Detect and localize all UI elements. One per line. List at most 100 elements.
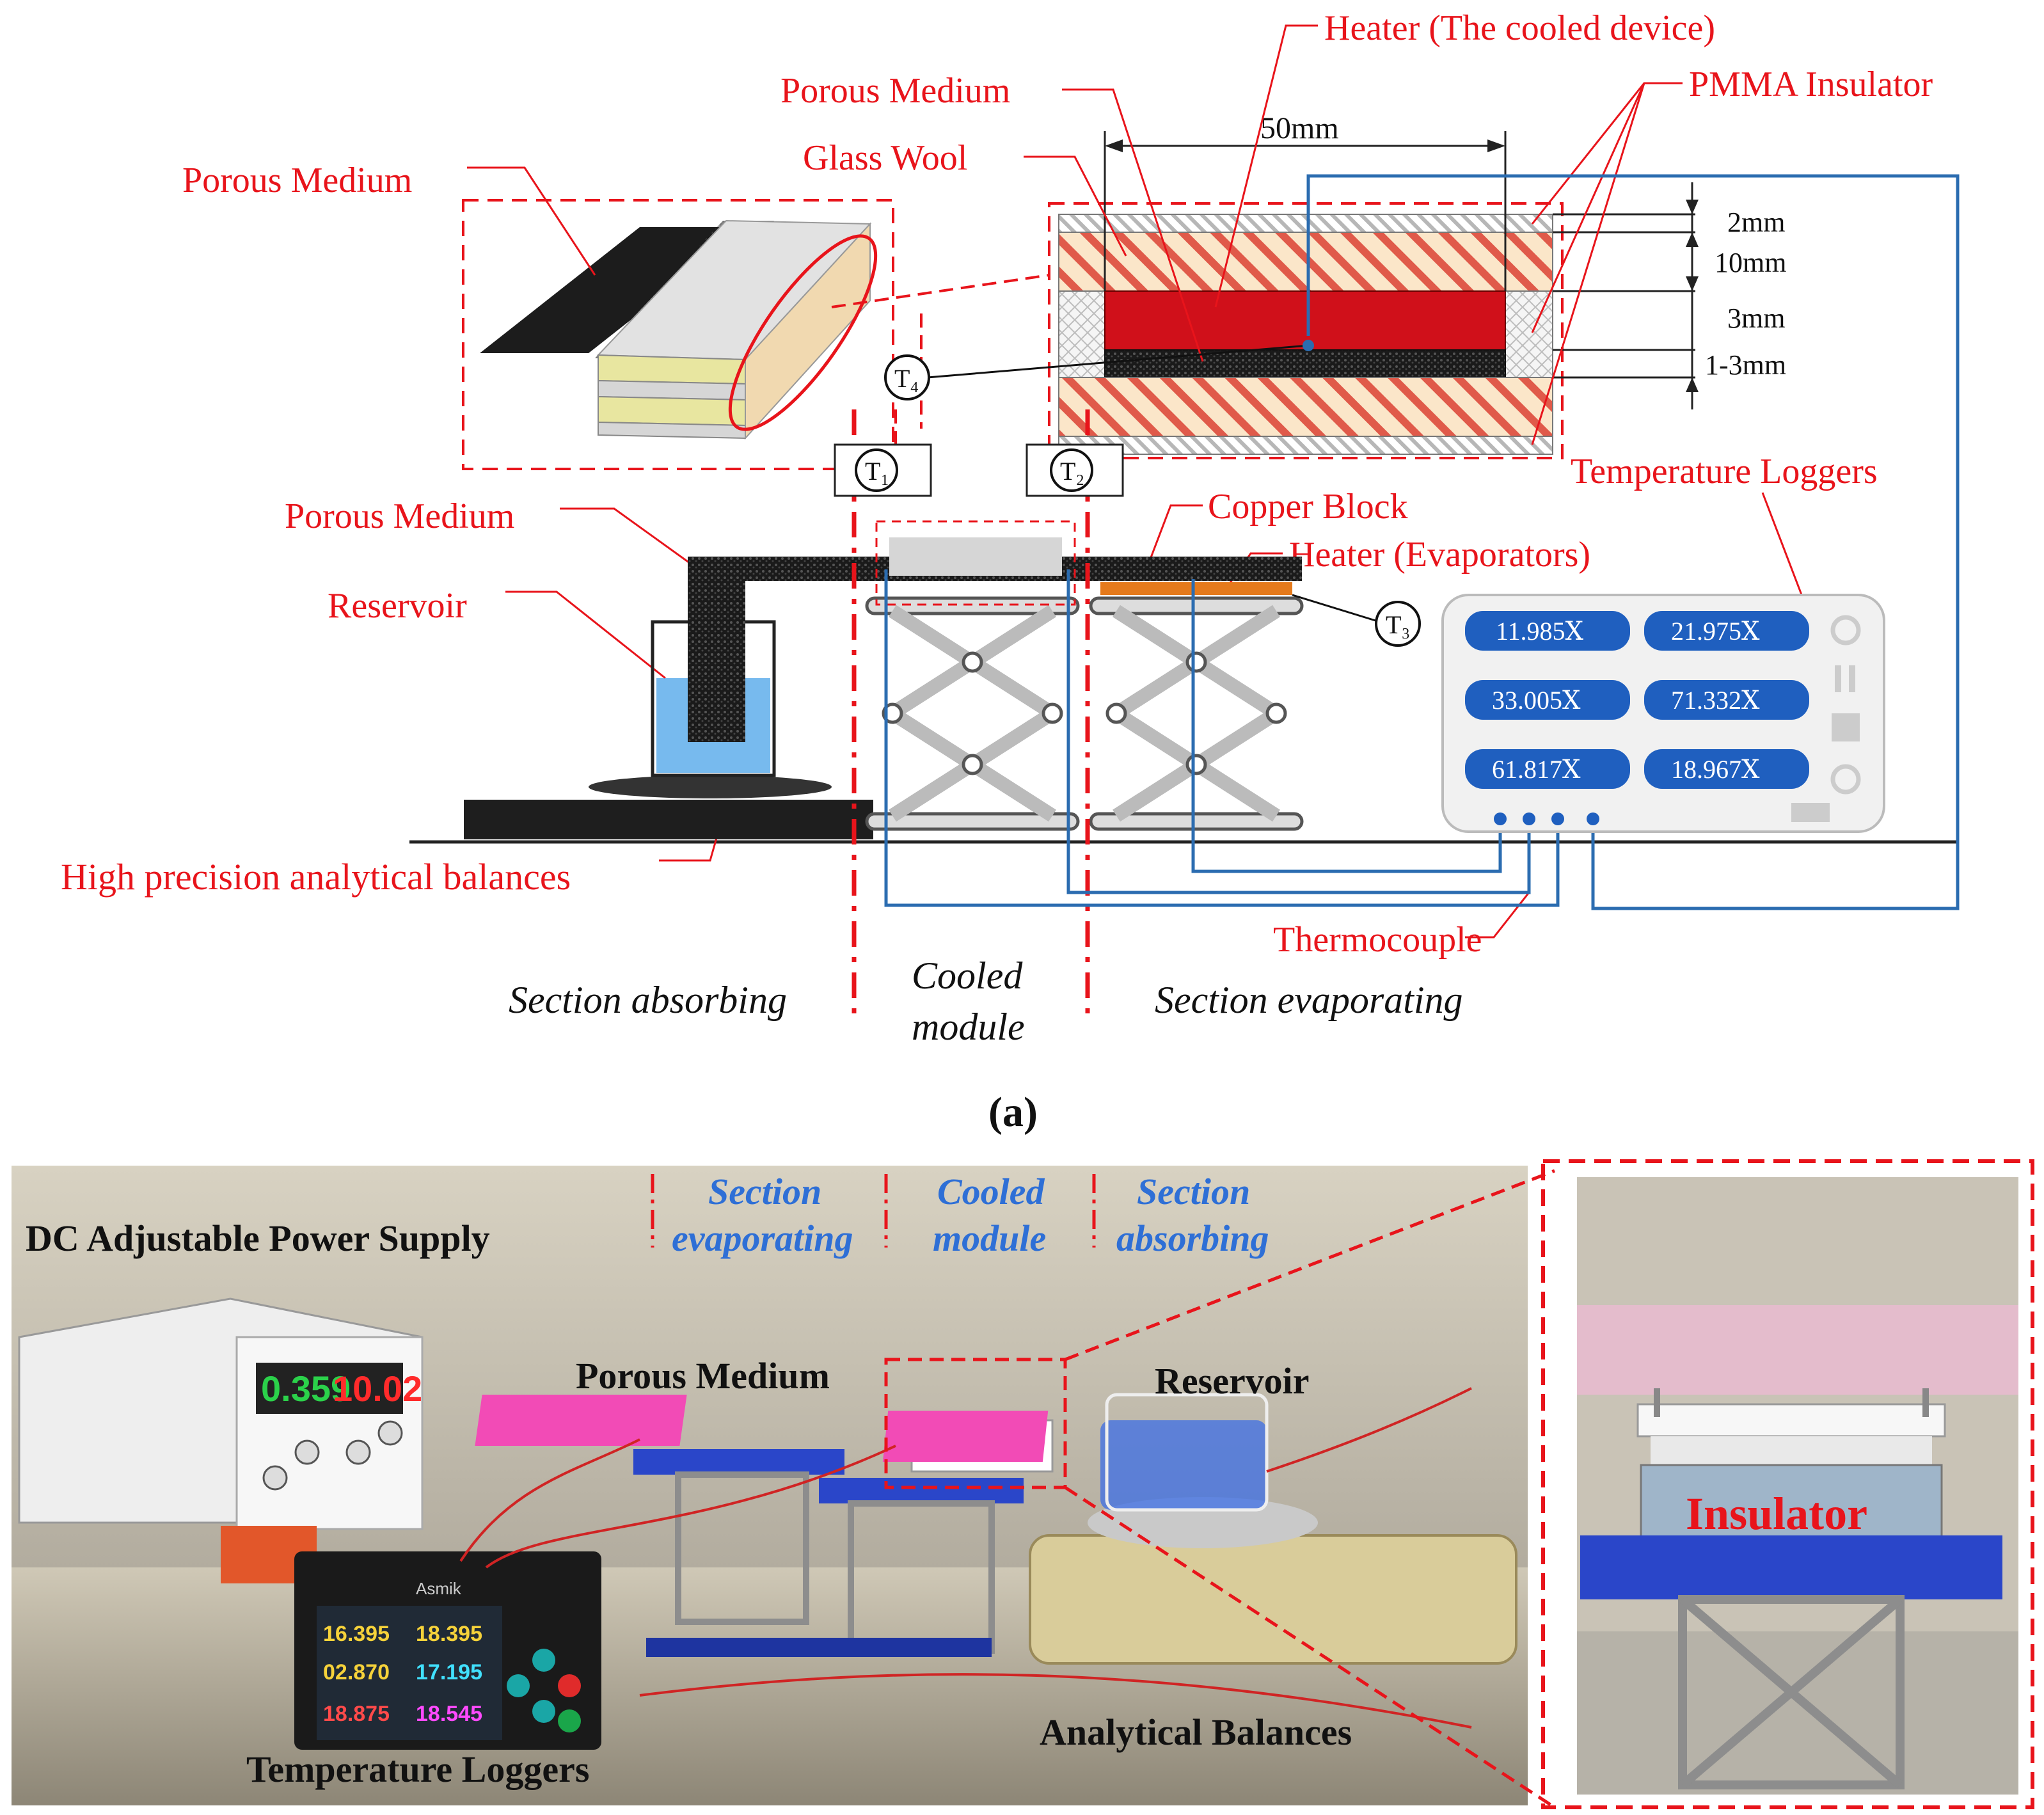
cooled-zone-box [875,520,1076,606]
logger-btn-5[interactable] [1465,749,1630,789]
section-absorbing-label: Section absorbing [509,979,787,1021]
photo-porous-label: Porous Medium [576,1355,830,1397]
logger-reading-5: 61.817Ⅹ [1492,755,1581,784]
power-knob-4[interactable] [377,1420,403,1446]
dim-3mm: 3mm [1727,303,1785,334]
leader-pmma-2 [1531,83,1645,333]
leader-pmma-3 [1531,83,1645,445]
porous-inset-box [462,199,894,470]
glass-wool-bottom [1058,377,1553,437]
photo-connector-bottom [1064,1486,1556,1809]
lab-jack-2 [1089,596,1304,831]
logger-btn-1[interactable] [1465,611,1630,651]
pause-icon[interactable] [1835,665,1841,692]
dim-1-3mm: 1-3mm [1705,349,1786,381]
photo-inset: Insulator [1577,1177,2018,1795]
logger-brand: Asmik [416,1579,462,1598]
photo-inset-frame [1541,1159,2034,1809]
dim-2mm: 2mm [1727,207,1785,238]
logger-reading-1: 11.985Ⅹ [1496,617,1584,646]
power-knob-2[interactable] [294,1439,320,1465]
leader-heater-cooled [1214,24,1318,308]
power-knob-3[interactable] [345,1439,371,1465]
lab-jack-1 [865,596,1080,831]
leader-porous-left [467,166,596,276]
photo-reservoir-label: Reservoir [1155,1360,1310,1402]
label-heater-cooled: Heater (The cooled device) [1324,8,1715,48]
schematic-panel: 50mm 2mm 10mm 3mm 1-3mm Heater (The cool… [61,8,1960,1136]
logger-val-6: 18.545 [416,1702,482,1726]
leader-reservoir [505,590,666,679]
power-icon[interactable] [1830,615,1861,646]
photo-dc-power-label: DC Adjustable Power Supply [26,1217,490,1259]
section-evaporating-label: Section evaporating [1155,979,1463,1021]
usb-port-icon [1791,803,1830,822]
logger-key-ok[interactable] [558,1709,581,1732]
logger-btn-3[interactable] [1465,680,1630,720]
photo-cooled-box [884,1358,1067,1489]
leader-glass-wool [1024,155,1127,257]
leader-porous-top [1062,88,1204,362]
cooled-module-line2: module [912,1006,1025,1048]
power-current-display: 0.359 [261,1368,351,1409]
logger-reading-2: 21.975Ⅹ [1671,617,1760,646]
photo-section-abs-1: Section [1137,1171,1250,1212]
dim-arr-a [1686,200,1699,214]
pmma-top-plate [1058,214,1553,233]
balance-base [464,800,873,839]
label-pmma-insulator: PMMA Insulator [1689,65,1933,104]
refresh-icon[interactable] [1830,764,1861,795]
label-copper-block: Copper Block [1208,487,1408,527]
label-reservoir: Reservoir [328,586,467,626]
t4-probe: T₄ [884,340,1314,400]
logger-val-3: 02.870 [323,1660,390,1684]
label-heater-evap: Heater (Evaporators) [1289,535,1590,575]
layer-side-3d [745,222,871,440]
logger-key-left[interactable] [507,1674,530,1697]
connector-dash-1 [831,274,1050,308]
logger-key-c[interactable] [558,1674,581,1697]
label-porous-medium-mid: Porous Medium [285,496,514,536]
logger-key-up[interactable] [532,1649,555,1672]
t2-label: T₂ [1060,457,1084,486]
t3-label: T₃ [1386,610,1410,639]
logger-val-1: 16.395 [323,1622,390,1646]
layer-grey-2 [598,421,746,440]
heater-block [1104,290,1506,351]
logger-val-2: 18.395 [416,1622,482,1646]
pmma-bottom-plate [1058,436,1553,455]
dc-power-supply: 0.359 10.02 [18,1297,424,1530]
thermocouple-wires [884,174,1960,910]
logger-btn-6[interactable] [1644,749,1809,789]
dim-50mm: 50mm [1260,111,1339,145]
stop-icon[interactable] [1832,713,1860,741]
photo-section-evap-1: Section [708,1171,821,1212]
photo-temp-logger: Asmik 16.395 18.395 02.870 17.195 18.875… [294,1551,601,1750]
logger-key-down[interactable] [532,1700,555,1723]
logger-val-5: 18.875 [323,1702,390,1726]
photo-section-evap-2: evaporating [672,1217,853,1259]
wick-vertical [688,557,745,742]
section-inset-box [1048,202,1564,459]
t3-probe: T₃ [1292,594,1421,647]
photo-temp-loggers-label: Temperature Loggers [246,1748,589,1790]
logger-btn-4[interactable] [1644,680,1809,720]
photo-lab-jacks [475,1395,1054,1657]
power-knob-1[interactable] [262,1465,288,1491]
leader-copper [1144,504,1203,573]
t4-label: T₄ [894,364,919,393]
dim-arrow-left [1105,139,1123,152]
copper-heater-strip [1100,582,1292,595]
dim-arr-b [1686,232,1699,247]
dim-arrow-right [1487,139,1505,152]
logger-btn-2[interactable] [1644,611,1809,651]
power-voltage-display: 10.02 [333,1368,422,1409]
label-temp-loggers: Temperature Loggers [1571,452,1878,491]
photo-wires [459,1387,1472,1729]
t1-probe: T₁ [834,443,932,497]
layer-yellow-2 [598,395,746,427]
temp-logger-device: 11.985Ⅹ 21.975Ⅹ 33.005Ⅹ 71.332Ⅹ 61.817Ⅹ … [1441,594,1885,833]
label-balances: High precision analytical balances [61,856,571,898]
